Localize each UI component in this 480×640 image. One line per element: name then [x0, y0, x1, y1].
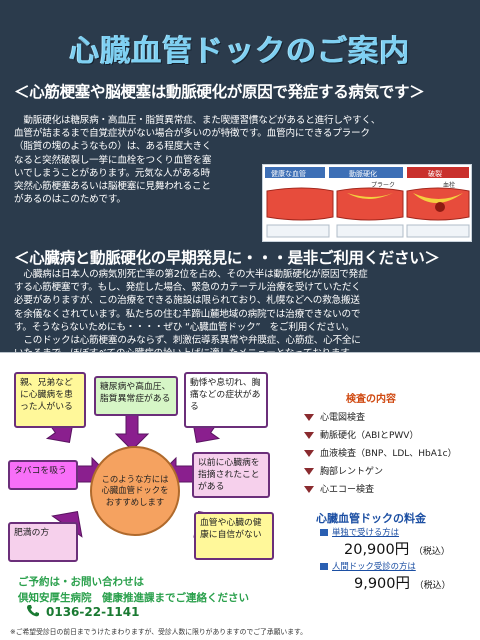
flow-box-smoking: タバコを吸う: [8, 460, 78, 490]
flow-box-family-history: 親、兄弟などに心臓病を患った人がいる: [14, 372, 86, 428]
footnote: ※ご希望受診日の前日までうけたまわりますが、受診人数に限りがありますのでご了承願…: [10, 628, 307, 636]
exam-item: 動脈硬化（ABIとPWV）: [304, 428, 418, 441]
plaque-label: プラーク: [371, 182, 395, 189]
thrombus-label: 血栓: [443, 181, 455, 189]
artery-diagram: 健康な血管 動脈硬化 破裂 プラーク 血栓: [262, 164, 472, 242]
section2-heading: ＜心臓病と動脈硬化の早期発見に・・・是非ご利用ください＞: [14, 249, 440, 267]
fee-label-text: 単独で受ける方は: [332, 527, 399, 537]
triangle-bullet-icon: [304, 414, 314, 421]
section2-line: いたるまで、ほぼすべての心臓病の拾い上げに適したメニューとなっております。: [14, 348, 359, 360]
price-value: 9,900円: [354, 576, 411, 592]
phone-icon: [27, 605, 39, 617]
fee-label-standalone: 単独で受ける方は: [320, 526, 399, 538]
contact-line1: ご予約は・お問い合わせは: [18, 576, 144, 588]
section2-paragraph: 心臓病は日本人の病気別死亡率の第2位を占め、その大半は動脈硬化が原因で発症 する…: [14, 268, 368, 374]
thrombus-dot: [435, 202, 445, 212]
section2-line: このドックは心筋梗塞のみならず、刺激伝導系異常や弁膜症、心筋症、心不全に: [14, 335, 361, 347]
tax-label: （税込）: [413, 547, 450, 557]
exam-panel: 検査の内容 心電図検査 動脈硬化（ABIとPWV） 血液検査（BNP、LDL、H…: [296, 388, 462, 500]
fee-label-with-dock: 人間ドック受診の方は: [320, 560, 416, 572]
exam-item: 血液検査（BNP、LDL、HbA1c）: [304, 446, 457, 459]
exam-item-label: 血液検査（BNP、LDL、HbA1c）: [320, 449, 457, 459]
section1-line: いでしまうことがあります。元気な人がある時: [14, 167, 211, 179]
stage-label-progress: 動脈硬化: [349, 169, 377, 178]
triangle-bullet-icon: [304, 432, 314, 439]
stage-label-normal: 健康な血管: [271, 169, 306, 178]
section2-line: また、比較的ラクな検査ばかりですので、どうぞ安心してお申し込みください。: [14, 361, 352, 373]
section1-heading: ＜心筋梗塞や脳梗塞は動脈硬化が原因で発症する病気です＞: [14, 83, 425, 101]
triangle-bullet-icon: [304, 450, 314, 457]
section1-paragraph: 動脈硬化は糖尿病・高血圧・脂質異常症、また喫煙習慣などがあると進行しやすく、 血…: [14, 114, 380, 206]
section1-line: 突然心筋梗塞あるいは脳梗塞に見舞われること: [14, 181, 211, 193]
tax-label: （税込）: [414, 581, 451, 591]
flow-box-lifestyle-disease: 糖尿病や高血圧、脂質異常症がある: [94, 376, 178, 416]
triangle-bullet-icon: [304, 486, 314, 493]
divider: [0, 352, 480, 353]
exam-item-label: 心電図検査: [320, 413, 366, 423]
section2-line: する心筋梗塞です。もし、発症した場合、緊急のカテーテル治療を受けていただく: [14, 282, 361, 294]
exam-item: 胸部レントゲン: [304, 464, 383, 477]
vessel-progress: [336, 187, 404, 221]
stage-header-progress: [329, 167, 403, 178]
exam-item: 心電図検査: [304, 410, 365, 423]
flow-box-prior-diagnosis: 以前に心臓病を指摘されたことがある: [192, 452, 270, 498]
thrombus-shape: [413, 193, 463, 203]
section1-line: 動脈硬化は糖尿病・高血圧・脂質異常症、また喫煙習慣などがあると進行しやすく、: [14, 115, 381, 126]
price-standalone: 20,900円 （税込）: [344, 538, 450, 559]
section2-line: 必要がありますが、この治療をできる施設は限られており、札幌などへの救急搬送: [14, 295, 360, 307]
plaque-shape: [347, 193, 393, 199]
artery-diagram-svg: 健康な血管 動脈硬化 破裂 プラーク 血栓: [265, 167, 470, 238]
price-with-dock: 9,900円 （税込）: [354, 572, 451, 593]
section2-line: を余儀なくされています。私たちの住む羊蹄山麓地域の病院では治療できないので: [14, 308, 361, 320]
arrow-top: [114, 409, 150, 451]
triangle-bullet-icon: [304, 468, 314, 475]
exam-item-label: 動脈硬化（ABIとPWV）: [320, 431, 419, 441]
exam-title: 検査の内容: [346, 394, 396, 405]
square-bullet-icon: [320, 529, 328, 536]
exam-item-label: 胸部レントゲン: [320, 467, 384, 477]
flow-box-symptoms: 動悸や息切れ、胸痛などの症状がある: [184, 372, 268, 428]
section2-line: 心臓病は日本人の病気別死亡率の第2位を占め、その大半は動脈硬化が原因で発症: [14, 269, 368, 280]
section1-line: 血管が詰まるまで自覚症状がない場合が多いのが特徴です。血管内にできるプラーク: [14, 128, 370, 140]
exam-item: 心エコー検査: [304, 482, 374, 495]
flow-box-health-concern: 血管や心臓の健康に自信がない: [194, 512, 274, 560]
section1-line: があるのはこのためです。: [14, 194, 126, 206]
section1-line: （脂質の塊のようなもの）は、ある程度大きく: [14, 141, 212, 153]
exam-item-label: 心エコー検査: [320, 485, 375, 495]
stage-header-rupture: [407, 167, 469, 178]
stage-label-rupture: 破裂: [428, 169, 442, 178]
flow-center-circle: このような方には心臓血管ドックをおすすめします: [90, 446, 180, 536]
stage-header-normal: [265, 167, 325, 178]
section2-line: す。そうならないためにも・・・・ぜひ “心臓血管ドック” をご利用ください。: [14, 321, 355, 333]
vessel-normal: [266, 187, 334, 221]
square-bullet-icon: [320, 563, 328, 570]
flow-box-obesity: 肥満の方: [8, 522, 78, 562]
fee-title: 心臓血管ドックの料金: [316, 512, 426, 525]
phone-number[interactable]: 0136-22-1141: [46, 605, 140, 619]
section1-line: なると突然破裂し一挙に血栓をつくり血管を塞: [14, 154, 212, 166]
contact-line2: 倶知安厚生病院 健康推進課までご連絡ください: [18, 592, 249, 604]
page-title: 心臓血管ドックのご案内: [69, 34, 411, 69]
fee-label-text: 人間ドック受診の方は: [332, 561, 416, 571]
price-value: 20,900円: [344, 542, 410, 558]
